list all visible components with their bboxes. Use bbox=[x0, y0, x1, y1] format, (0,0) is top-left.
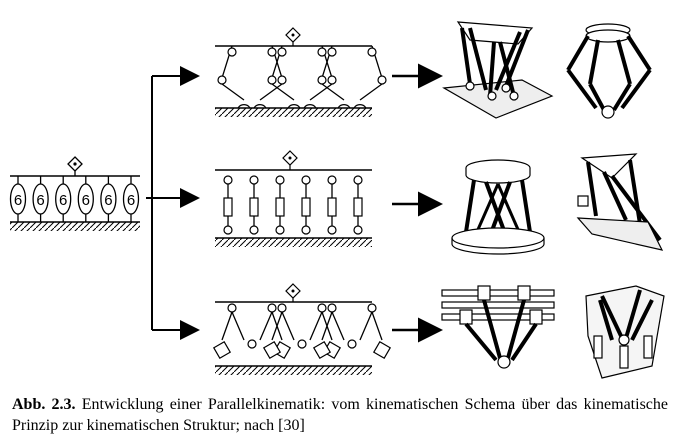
leg-label: 6 bbox=[127, 192, 135, 209]
leg-label: 6 bbox=[82, 192, 90, 209]
caption-number: Abb. 2.3. bbox=[12, 396, 76, 413]
linear-leg bbox=[275, 175, 285, 235]
scheme-leg: 6 bbox=[32, 176, 49, 222]
structure-slide-gantry bbox=[441, 285, 555, 369]
structure-hexapod bbox=[451, 159, 545, 255]
leg-label: 6 bbox=[14, 192, 22, 209]
structure-slide-frame bbox=[585, 285, 665, 379]
structure-delta bbox=[442, 21, 554, 119]
linear-leg bbox=[249, 175, 259, 235]
leg-label: 6 bbox=[36, 192, 44, 209]
structure-tripod bbox=[576, 153, 664, 251]
structure-delta-hexa bbox=[566, 23, 652, 119]
scheme-leg: 6 bbox=[55, 176, 72, 222]
scheme-leg: 6 bbox=[9, 176, 27, 222]
tcp-symbol bbox=[67, 156, 83, 176]
scheme-leg: 6 bbox=[100, 176, 117, 222]
scheme-leg: 6 bbox=[122, 176, 140, 222]
sliding-leg-pair bbox=[312, 303, 392, 360]
caption-text: Entwicklung einer Parallelkinematik: vom… bbox=[12, 396, 669, 434]
rotary-leg-pair bbox=[217, 45, 287, 109]
structure-arrows bbox=[392, 63, 443, 343]
linear-leg bbox=[223, 175, 233, 235]
scheme-leg: 6 bbox=[77, 176, 94, 222]
leg-label: 6 bbox=[59, 192, 67, 209]
linear-leg bbox=[353, 175, 363, 235]
rotary-leg-pair bbox=[267, 45, 337, 109]
figure-caption: Abb. 2.3. Entwicklung einer Parallelkine… bbox=[12, 394, 668, 436]
ground-hatch bbox=[10, 222, 140, 231]
leg-label: 6 bbox=[104, 192, 112, 209]
principle-rotary bbox=[215, 27, 387, 117]
linear-leg bbox=[327, 175, 337, 235]
linear-leg bbox=[301, 175, 311, 235]
principle-linear bbox=[215, 150, 372, 247]
principle-sliding bbox=[212, 283, 392, 375]
branch-arrows bbox=[146, 66, 200, 340]
rotary-leg-pair bbox=[317, 45, 387, 109]
